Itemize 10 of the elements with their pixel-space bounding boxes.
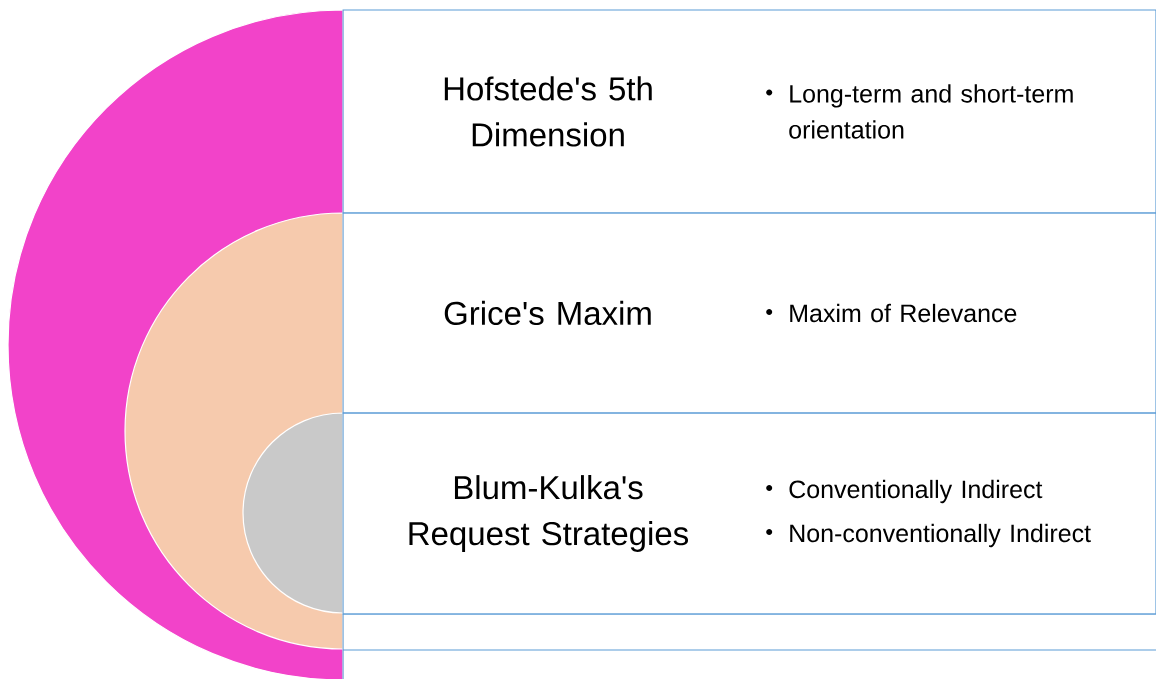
bullet-item: Maxim of Relevance	[766, 303, 1017, 323]
bullet-item: Long-term and short-term orientation	[766, 84, 1073, 139]
bullet-item: Non-conventionally Indirect	[766, 523, 1091, 548]
bullet-item: Conventionally Indirect	[766, 479, 1043, 504]
row-box	[342, 212, 1156, 414]
heading: Grice's Maxim	[444, 300, 651, 326]
row-box	[342, 412, 1156, 615]
heading: Blum-Kulka's Request Strategies	[409, 475, 688, 552]
row-box	[342, 9, 1156, 214]
heading: Hofstede's 5th Dimension	[444, 76, 652, 147]
